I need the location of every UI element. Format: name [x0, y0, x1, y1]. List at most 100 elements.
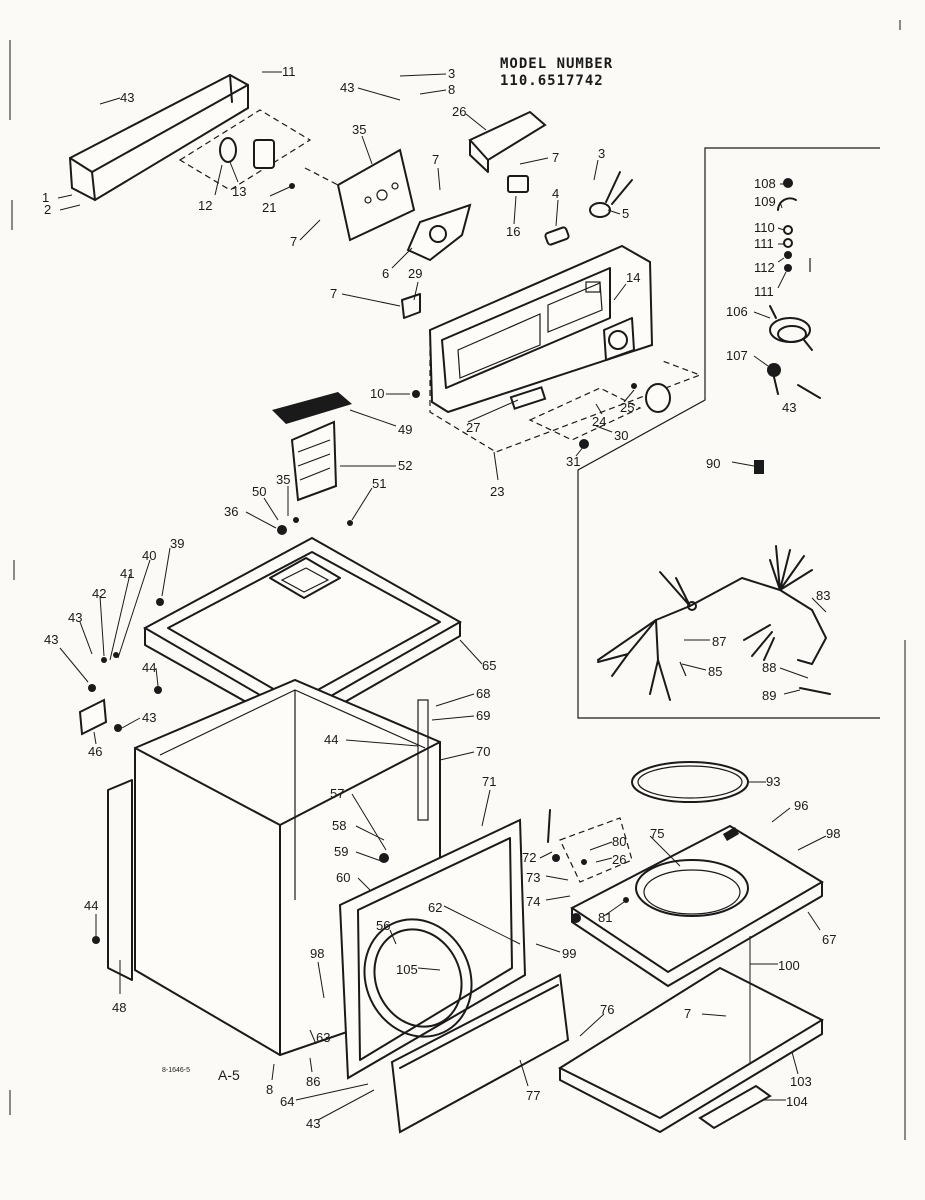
- callout-43: 43: [782, 400, 796, 415]
- callout-12: 12: [198, 198, 212, 213]
- callout-8: 8: [448, 82, 455, 97]
- callout-50: 50: [252, 484, 266, 499]
- callout-48: 48: [112, 1000, 126, 1015]
- callout-87: 87: [712, 634, 726, 649]
- callout-99: 99: [562, 946, 576, 961]
- callout-58: 58: [332, 818, 346, 833]
- rear-bracket-46: [78, 698, 108, 736]
- callout-5: 5: [622, 206, 629, 221]
- callout-63: 63: [316, 1030, 330, 1045]
- callout-67: 67: [822, 932, 836, 947]
- front-door-panel: [338, 818, 527, 1080]
- inset-fastener-stack: [777, 178, 811, 272]
- callout-30: 30: [614, 428, 628, 443]
- trim-clip-parts: [178, 109, 312, 191]
- callout-77: 77: [526, 1088, 540, 1103]
- callout-108: 108: [754, 176, 776, 191]
- inset-part-90: [754, 460, 764, 474]
- callout-71: 71: [482, 774, 496, 789]
- callout-59: 59: [334, 844, 348, 859]
- callout-24: 24: [592, 414, 606, 429]
- callout-96: 96: [794, 798, 808, 813]
- callout-112: 112: [754, 260, 775, 275]
- wire-harness: [597, 545, 831, 701]
- callout-7: 7: [432, 152, 439, 167]
- callout-52: 52: [398, 458, 412, 473]
- callout-49: 49: [398, 422, 412, 437]
- callout-21: 21: [262, 200, 276, 215]
- toe-kick-panel: [390, 973, 570, 1134]
- model-number-block: MODEL NUMBER 110.6517742: [500, 56, 613, 90]
- callout-85: 85: [708, 664, 722, 679]
- callout-leader-lines: [57, 71, 827, 1121]
- switch-part-4: [544, 226, 570, 246]
- sheet-edge-marks: [9, 20, 906, 1140]
- callout-73: 73: [526, 870, 540, 885]
- callout-13: 13: [232, 184, 246, 199]
- callout-56: 56: [376, 918, 390, 933]
- callout-44: 44: [142, 660, 156, 675]
- callout-43: 43: [142, 710, 156, 725]
- callout-40: 40: [142, 548, 156, 563]
- callout-25: 25: [620, 400, 634, 415]
- power-cord-106: [769, 305, 813, 351]
- switch-part-16: [507, 175, 529, 193]
- callout-7: 7: [330, 286, 337, 301]
- model-number-heading: MODEL NUMBER: [500, 56, 614, 72]
- drawing-footer: 8-1646-5 A-5: [162, 1067, 240, 1083]
- base-pan-103: [557, 966, 825, 1133]
- callout-106: 106: [726, 304, 748, 319]
- callout-93: 93: [766, 774, 780, 789]
- callout-43: 43: [44, 632, 58, 647]
- callout-80: 80: [612, 834, 626, 849]
- callout-14: 14: [626, 270, 640, 285]
- callout-89: 89: [762, 688, 776, 703]
- model-number-value: 110.6517742: [500, 73, 604, 89]
- callout-43: 43: [68, 610, 82, 625]
- callout-110: 110: [754, 220, 775, 235]
- callout-111: 111: [754, 236, 774, 251]
- callout-7: 7: [290, 234, 297, 249]
- callout-42: 42: [92, 586, 106, 601]
- callout-7: 7: [552, 150, 559, 165]
- callout-31: 31: [566, 454, 580, 469]
- callout-6: 6: [382, 266, 389, 281]
- callout-81: 81: [598, 910, 612, 925]
- callout-70: 70: [476, 744, 490, 759]
- callout-43: 43: [306, 1116, 320, 1131]
- callout-7: 7: [684, 1006, 691, 1021]
- left-side-screws: [88, 517, 353, 944]
- callout-86: 86: [306, 1074, 320, 1089]
- light-socket-5: [589, 171, 633, 218]
- callout-36: 36: [224, 504, 238, 519]
- callout-3: 3: [448, 66, 455, 81]
- callout-83: 83: [816, 588, 830, 603]
- console-hinge-bracket: [468, 110, 547, 173]
- callout-43: 43: [340, 80, 354, 95]
- callout-10: 10: [370, 386, 384, 401]
- callout-8: 8: [266, 1082, 273, 1097]
- callout-60: 60: [336, 870, 350, 885]
- callout-labels: 1 2 43 11 12 13 21 43 3 8 35 7 7 6 26 7 …: [42, 64, 840, 1131]
- control-console-housing: [401, 244, 702, 453]
- small-drawing-code: 8-1646-5: [162, 1067, 190, 1074]
- callout-29: 29: [408, 266, 422, 281]
- idler-bracket-parts: [547, 809, 633, 923]
- callout-4: 4: [552, 186, 559, 201]
- callout-41: 41: [120, 566, 134, 581]
- callout-103: 103: [790, 1074, 812, 1089]
- callout-74: 74: [526, 894, 540, 909]
- callout-11: 11: [282, 64, 296, 79]
- callout-1: 1: [42, 190, 49, 205]
- callout-35: 35: [276, 472, 290, 487]
- callout-35: 35: [352, 122, 366, 137]
- callout-23: 23: [490, 484, 504, 499]
- harness-inset-frame: [577, 147, 880, 719]
- callout-105: 105: [396, 962, 418, 977]
- callout-98: 98: [826, 826, 840, 841]
- callout-100: 100: [778, 958, 800, 973]
- callout-104: 104: [786, 1094, 808, 1109]
- callout-109: 109: [754, 194, 776, 209]
- callout-43: 43: [120, 90, 134, 105]
